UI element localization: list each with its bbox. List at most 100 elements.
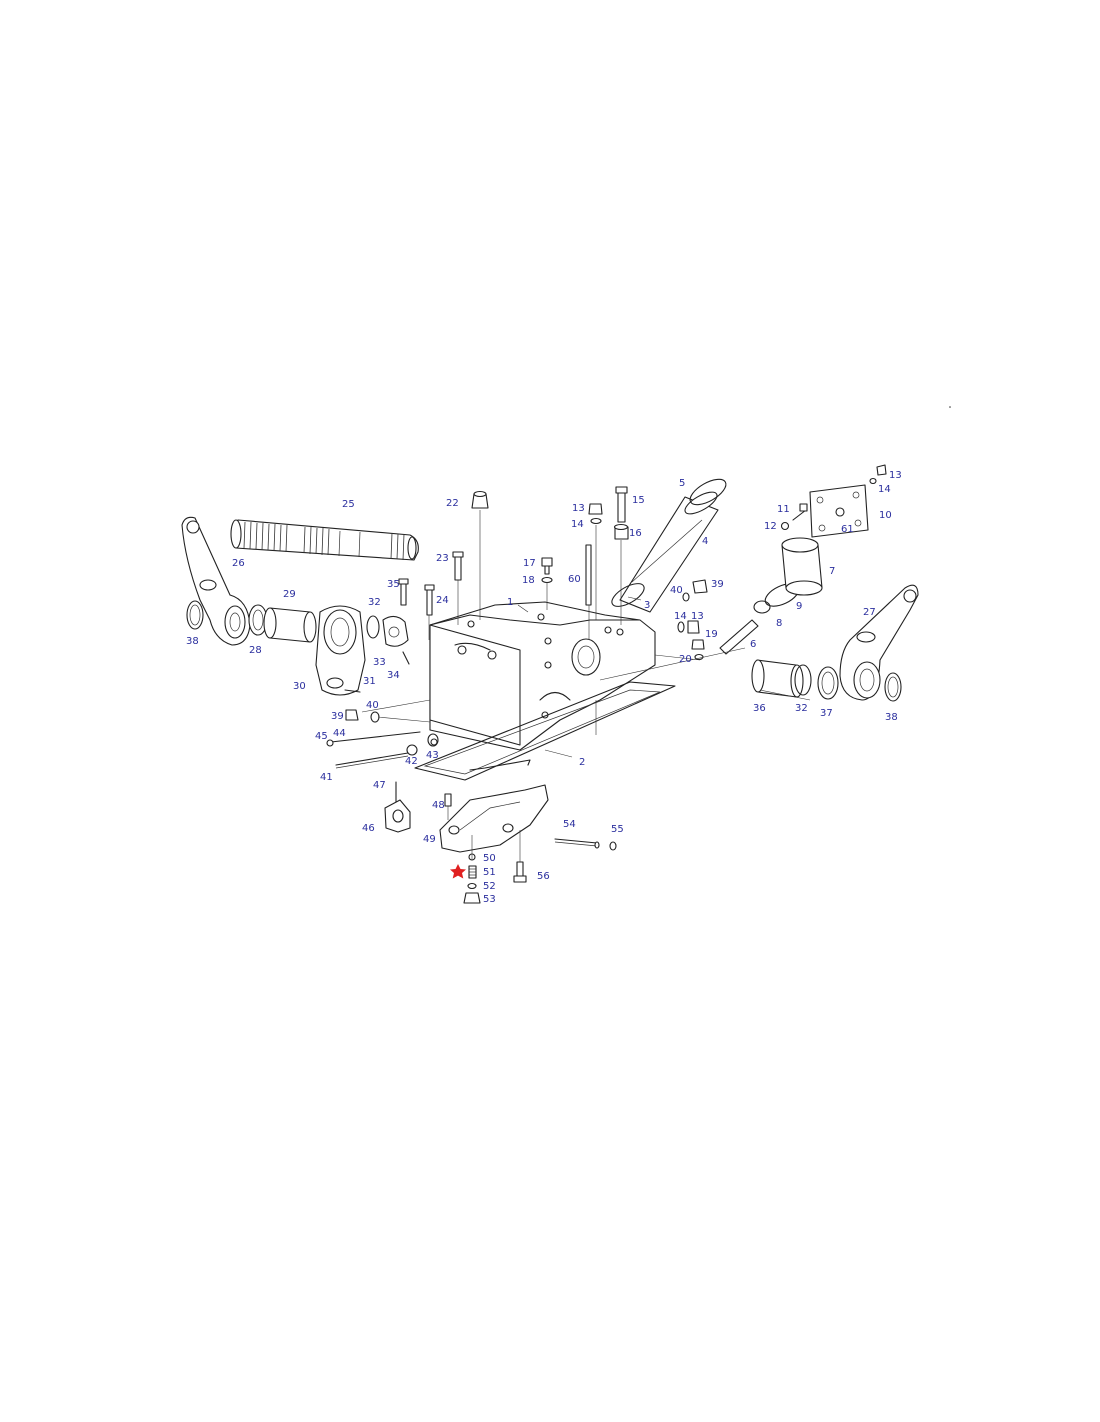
label-8: 8	[776, 618, 782, 629]
label-42: 42	[405, 756, 418, 767]
label-26: 26	[232, 558, 245, 569]
label-37: 37	[820, 708, 833, 719]
part-34-pin	[402, 651, 410, 665]
part-4-cylinder	[619, 491, 719, 613]
part-49-lower-bracket	[439, 784, 549, 853]
label-23: 23	[436, 553, 449, 564]
label-18: 18	[522, 575, 535, 586]
label-31: 31	[363, 676, 376, 687]
label-6: 6	[750, 639, 756, 650]
part-44-rod	[330, 731, 421, 743]
label-60: 60	[568, 574, 581, 585]
part-6-piston-rod	[719, 619, 759, 655]
label-43: 43	[426, 750, 439, 761]
stray-dot	[949, 406, 951, 408]
label-50: 50	[483, 853, 496, 864]
label-20: 20	[679, 654, 692, 665]
label-40-left: 40	[366, 700, 379, 711]
part-53-nut	[463, 892, 481, 904]
part-13-mid-plug	[588, 503, 603, 515]
leader-lines	[361, 510, 811, 862]
part-14-right-washer	[677, 621, 685, 633]
highlight-star-marker	[450, 864, 466, 879]
part-38-right-snap-ring	[884, 672, 902, 702]
label-33: 33	[373, 657, 386, 668]
label-39-right: 39	[711, 579, 724, 590]
part-23-bolt	[452, 551, 464, 581]
label-19: 19	[705, 629, 718, 640]
part-33-cam	[382, 615, 409, 647]
part-42-washer	[406, 744, 418, 756]
part-45-screw	[326, 739, 334, 747]
label-14-top: 14	[878, 484, 891, 495]
label-34: 34	[387, 670, 400, 681]
label-32-right: 32	[795, 703, 808, 714]
part-25-shaft	[230, 519, 419, 561]
part-31-pin	[344, 689, 361, 693]
label-9: 9	[796, 601, 802, 612]
part-41-stud	[335, 752, 409, 769]
part-32-left-oring	[366, 615, 380, 639]
part-54-pin	[554, 838, 600, 849]
label-40-right: 40	[670, 585, 683, 596]
part-30-arm-housing	[315, 605, 366, 696]
label-46: 46	[362, 823, 375, 834]
part-40-left-seal	[370, 711, 380, 723]
part-29-bush	[263, 607, 317, 643]
part-labels: 1 2 3 4 5 6 7 8 9 10 11 12 13 13 13 14 1…	[186, 470, 902, 905]
part-13-right-plug	[687, 620, 700, 634]
label-55: 55	[611, 824, 624, 835]
part-46-bracket	[384, 799, 411, 833]
part-24-bolt	[424, 584, 435, 616]
part-16-bush	[613, 523, 629, 540]
label-51: 51	[483, 867, 496, 878]
part-27-right-lift-arm	[839, 584, 919, 701]
part-55-clip	[609, 841, 617, 851]
part-22-cap	[471, 490, 489, 509]
part-5-oring	[689, 478, 727, 506]
part-17-screw	[541, 557, 553, 575]
part-37-washer	[817, 666, 839, 700]
part-19-nut	[691, 639, 705, 650]
part-39-right-plug	[692, 579, 708, 594]
part-11-bolt	[792, 503, 808, 521]
label-44: 44	[333, 728, 346, 739]
label-27: 27	[863, 607, 876, 618]
label-29: 29	[283, 589, 296, 600]
label-35: 35	[387, 579, 400, 590]
label-1: 1	[507, 597, 513, 608]
part-26-lift-arm	[181, 516, 251, 646]
label-47: 47	[373, 780, 386, 791]
part-39-left-plug	[345, 709, 359, 721]
label-45: 45	[315, 731, 328, 742]
label-7: 7	[829, 566, 835, 577]
part-14-mid-washer	[590, 517, 602, 525]
label-4: 4	[702, 536, 708, 547]
label-10: 10	[879, 510, 892, 521]
part-51-spring	[468, 865, 477, 879]
part-12-washer	[780, 521, 790, 531]
label-12: 12	[764, 521, 777, 532]
label-15: 15	[632, 495, 645, 506]
part-8-cap	[753, 600, 771, 614]
part-18-washer	[541, 576, 553, 584]
part-1-main-housing	[429, 601, 656, 751]
part-38-left-snap-ring	[186, 600, 204, 630]
label-48: 48	[432, 800, 445, 811]
part-3-oring	[611, 583, 645, 607]
label-32-left: 32	[368, 597, 381, 608]
part-10-cover-plate	[809, 484, 869, 538]
label-14-right: 14	[674, 611, 687, 622]
label-30: 30	[293, 681, 306, 692]
part-36-bush	[751, 659, 804, 698]
part-2-gasket-plate	[414, 681, 676, 781]
label-13-mid: 13	[572, 503, 585, 514]
label-52: 52	[483, 881, 496, 892]
label-25: 25	[342, 499, 355, 510]
label-16: 16	[629, 528, 642, 539]
label-2: 2	[579, 757, 585, 768]
label-22: 22	[446, 498, 459, 509]
part-32-right-oring	[794, 664, 812, 696]
label-54: 54	[563, 819, 576, 830]
